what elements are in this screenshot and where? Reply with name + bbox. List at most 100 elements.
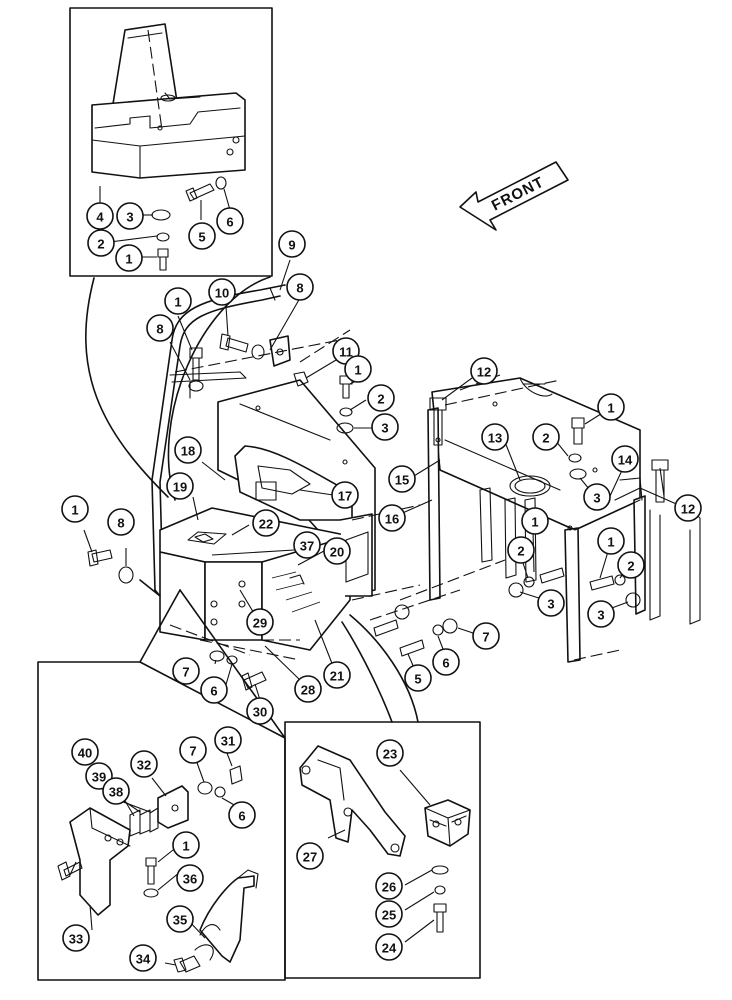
callout-number: 7 [189,744,196,759]
callout-number: 2 [542,431,549,446]
callout-9: 9 [278,230,306,258]
callout-26: 26 [375,872,403,900]
callout-number: 1 [182,839,189,854]
callout-23: 23 [376,739,404,767]
callout-number: 3 [597,608,604,623]
callout-number: 1 [607,535,614,550]
callout-13: 13 [481,423,509,451]
callout-6: 6 [228,801,256,829]
hardware-lower-left [83,529,267,691]
callout-circle [521,507,549,535]
callout-20: 20 [323,537,351,565]
callout-15: 15 [388,465,416,493]
callout-24: 24 [375,933,403,961]
callout-number: 12 [477,365,491,380]
callout-circle [87,229,115,257]
callout-number: 7 [482,630,489,645]
callout-circle [323,661,351,689]
callout-number: 3 [593,491,600,506]
callout-number: 38 [109,785,123,800]
detail-box-lower-left [37,589,286,981]
callout-number: 5 [414,672,421,687]
callout-circle [164,287,192,315]
callout-2: 2 [367,384,395,412]
callout-7: 7 [172,657,200,685]
callout-12: 12 [470,357,498,385]
callout-8: 8 [107,508,135,536]
callout-number: 23 [383,747,397,762]
callout-1: 1 [597,527,625,555]
callout-number: 6 [238,809,245,824]
callout-number: 37 [300,539,314,554]
callout-2: 2 [87,229,115,257]
callout-circle [294,675,322,703]
callout-6: 6 [216,207,244,235]
callout-circle [61,495,89,523]
callout-number: 30 [253,705,267,720]
callout-number: 14 [618,453,633,468]
callout-1: 1 [521,507,549,535]
callout-18: 18 [174,436,202,464]
callout-19: 19 [166,472,194,500]
callout-number: 8 [156,322,163,337]
callout-1: 1 [172,831,200,859]
callout-37: 37 [293,531,321,559]
callout-number: 5 [198,230,205,245]
callout-circle [470,357,498,385]
callout-circle [172,657,200,685]
callout-number: 33 [69,932,83,947]
callout-circle [129,944,157,972]
callout-number: 28 [301,683,315,698]
bolt-1-upper [157,248,169,271]
callout-circle [174,436,202,464]
callout-circle [375,872,403,900]
callout-3: 3 [537,589,565,617]
callout-4: 4 [86,202,114,230]
callout-number: 1 [125,252,132,267]
detail-box-upper [69,7,273,277]
callout-circle [376,739,404,767]
callout-circle [375,900,403,928]
callout-32: 32 [130,750,158,778]
callout-number: 36 [183,872,197,887]
callout-35: 35 [166,905,194,933]
callout-6: 6 [432,648,460,676]
callout-circle [228,801,256,829]
callout-12: 12 [674,494,702,522]
callout-14: 14 [611,445,639,473]
front-arrow: FRONT [459,161,569,231]
callout-number: 16 [385,512,399,527]
callout-29: 29 [246,608,274,636]
callout-circle [176,864,204,892]
callout-circle [166,905,194,933]
callout-number: 39 [92,770,106,785]
callout-number: 29 [253,616,267,631]
callout-number: 1 [531,515,538,530]
callout-1: 1 [61,495,89,523]
callout-number: 15 [395,473,409,488]
callout-number: 10 [215,286,229,301]
callout-number: 32 [137,758,151,773]
callout-number: 22 [259,517,273,532]
callout-number: 12 [681,502,695,517]
callout-circle [86,202,114,230]
callout-number: 13 [488,431,502,446]
callout-number: 6 [226,215,233,230]
callout-circle [587,600,615,628]
callout-circle [107,508,135,536]
callout-circle [293,531,321,559]
callout-number: 3 [126,210,133,225]
callout-circle [179,736,207,764]
callout-circle [388,465,416,493]
callout-circle [674,494,702,522]
callout-number: 2 [377,392,384,407]
callout-circle [375,933,403,961]
callout-circle [246,697,274,725]
callout-10: 10 [208,278,236,306]
callout-circle [597,527,625,555]
callout-8: 8 [286,273,314,301]
callout-30: 30 [246,697,274,725]
callout-circle [208,278,236,306]
